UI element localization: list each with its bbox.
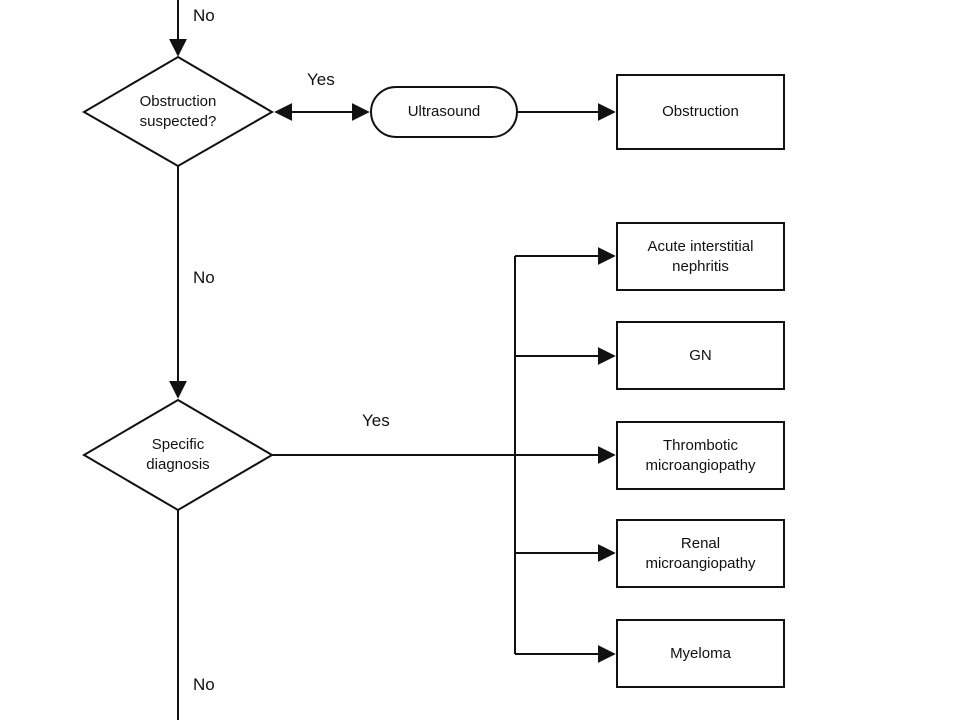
gn-box (616, 321, 785, 390)
thrombotic-microangiopathy-box (616, 421, 785, 490)
specific-decision-text: Specific diagnosis (146, 436, 210, 473)
label-no-bottom: No (193, 675, 215, 694)
obstruction-result-text: Obstruction (662, 103, 739, 120)
acute-interstitial-nephritis-box (616, 222, 785, 291)
label-no-middle: No (193, 268, 215, 287)
myeloma-box (616, 619, 785, 688)
label-yes-specific: Yes (362, 411, 390, 430)
obstruction-decision-text: Obstruction suspected? (139, 93, 217, 130)
label-yes-obstruction: Yes (307, 70, 335, 89)
renal-microangiopathy-box (616, 519, 785, 588)
obstruction-result-box (616, 74, 785, 150)
ultrasound-text: Ultrasound (407, 103, 481, 120)
acute-interstitial-nephritis-text: Acute interstitial nephritis (647, 237, 754, 275)
renal-microangiopathy-text: Renal microangiopathy (645, 534, 756, 572)
myeloma-text: Myeloma (670, 644, 731, 662)
gn-text: GN (689, 346, 712, 364)
label-no-top: No (193, 6, 215, 25)
thrombotic-microangiopathy-text: Thrombotic microangiopathy (645, 436, 756, 474)
